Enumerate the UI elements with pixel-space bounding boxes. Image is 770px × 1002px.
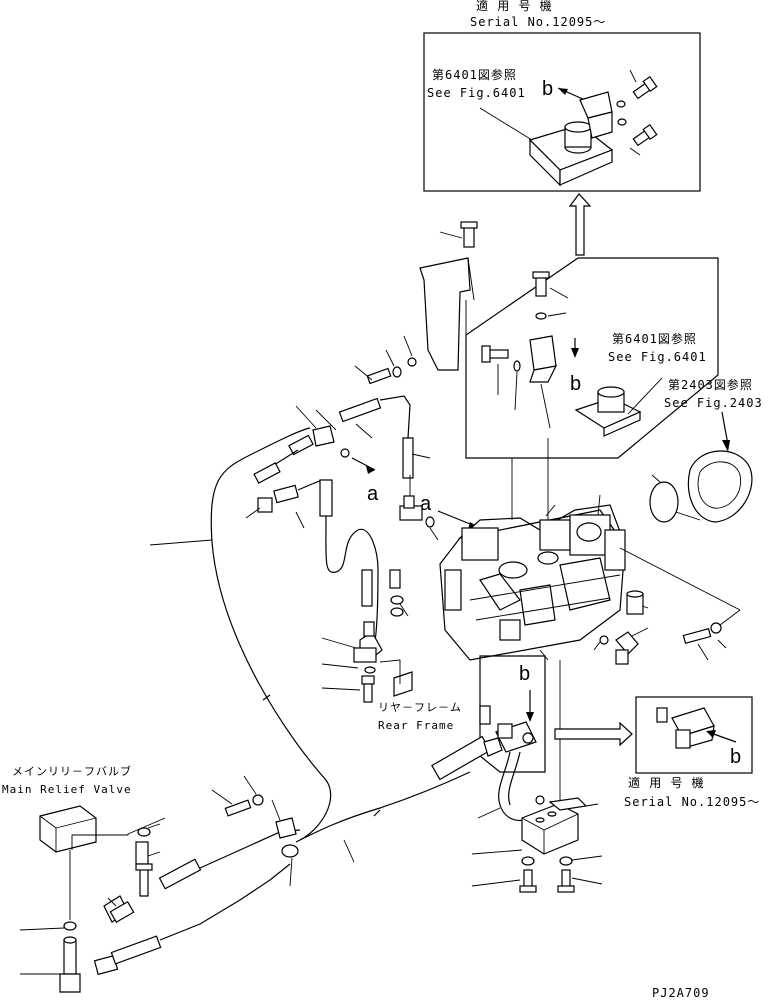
left-hose-upper (210, 427, 311, 543)
bottom-serial-jp: 適 用 号 機 (628, 775, 705, 790)
bottom-hose-leader (343, 839, 355, 863)
mid-fig6401-jp: 第6401図参照 (612, 331, 697, 346)
bottom-inset-box (635, 696, 753, 774)
right-arrow (554, 721, 633, 747)
upper-bracket-group (354, 221, 478, 385)
top-serial-en: Serial No.12095～ (470, 15, 606, 29)
lower-callout-b: b (519, 663, 530, 685)
callout-a-right: a (420, 493, 432, 515)
tee-fitting (399, 475, 439, 541)
mid-fig2403-en: See Fig.2403 (664, 396, 763, 410)
lower-valve-group (431, 705, 537, 822)
side-cover-group (649, 411, 753, 523)
mid-fig6401-en: See Fig.6401 (608, 350, 707, 364)
hose-break-2 (373, 809, 381, 817)
mid-bracket-group (481, 271, 569, 429)
center-fittings (321, 569, 413, 703)
bottom-inset-group: b 適 用 号 機 Serial No.12095～ (624, 696, 760, 809)
bottom-hose-a (295, 771, 471, 843)
left-hose-lower (211, 541, 332, 841)
lower-b-arrowhead (526, 712, 534, 722)
main-relief-valve (39, 805, 166, 920)
mid-switch-part (574, 377, 663, 437)
hose-break-1 (262, 694, 271, 701)
top-ref-leader (479, 107, 533, 141)
bottom-serial-en: Serial No.12095～ (624, 795, 760, 809)
top-serial-jp: 適 用 号 機 (476, 0, 553, 13)
detail-outline (465, 257, 719, 459)
top-b-arrowhead (558, 88, 568, 95)
right-small-parts (593, 547, 741, 665)
top-inset-box (423, 32, 701, 192)
left-hose-leader (149, 539, 213, 546)
top-callout-b: b (542, 78, 553, 100)
lower-block-group (471, 649, 603, 893)
drawing-code: PJ2A709 (652, 986, 710, 1000)
bottom-tee-group (19, 863, 291, 993)
pump-assembly (439, 438, 626, 661)
mid-fig2403-jp: 第2403図参照 (668, 377, 753, 392)
bottom-callout-b: b (730, 746, 741, 768)
top-ref-en: See Fig.6401 (427, 86, 526, 100)
lower-left-fittings (103, 775, 301, 924)
top-bolts (616, 69, 658, 156)
left-fittings-group (245, 479, 333, 529)
mid-callout-b: b (570, 373, 581, 395)
top-ref-jp: 第6401図参照 (432, 67, 517, 82)
callout-a-left: a (367, 483, 379, 505)
rear-frame-en: Rear Frame (378, 719, 454, 732)
middle-hose (325, 517, 379, 661)
mid-b-arrowhead (571, 348, 579, 358)
rear-frame-jp: リヤ－フレ－ム (378, 701, 462, 714)
top-inset-group: 適 用 号 機 Serial No.12095～ 第6401図参照 See Fi… (423, 0, 701, 192)
up-arrow (568, 193, 592, 256)
main-relief-jp: メインリリ－フバルブ (12, 764, 132, 778)
top-bracket-part (579, 91, 613, 139)
main-relief-en: Main Relief Valve (2, 783, 132, 796)
upper-hose-group (253, 395, 431, 484)
